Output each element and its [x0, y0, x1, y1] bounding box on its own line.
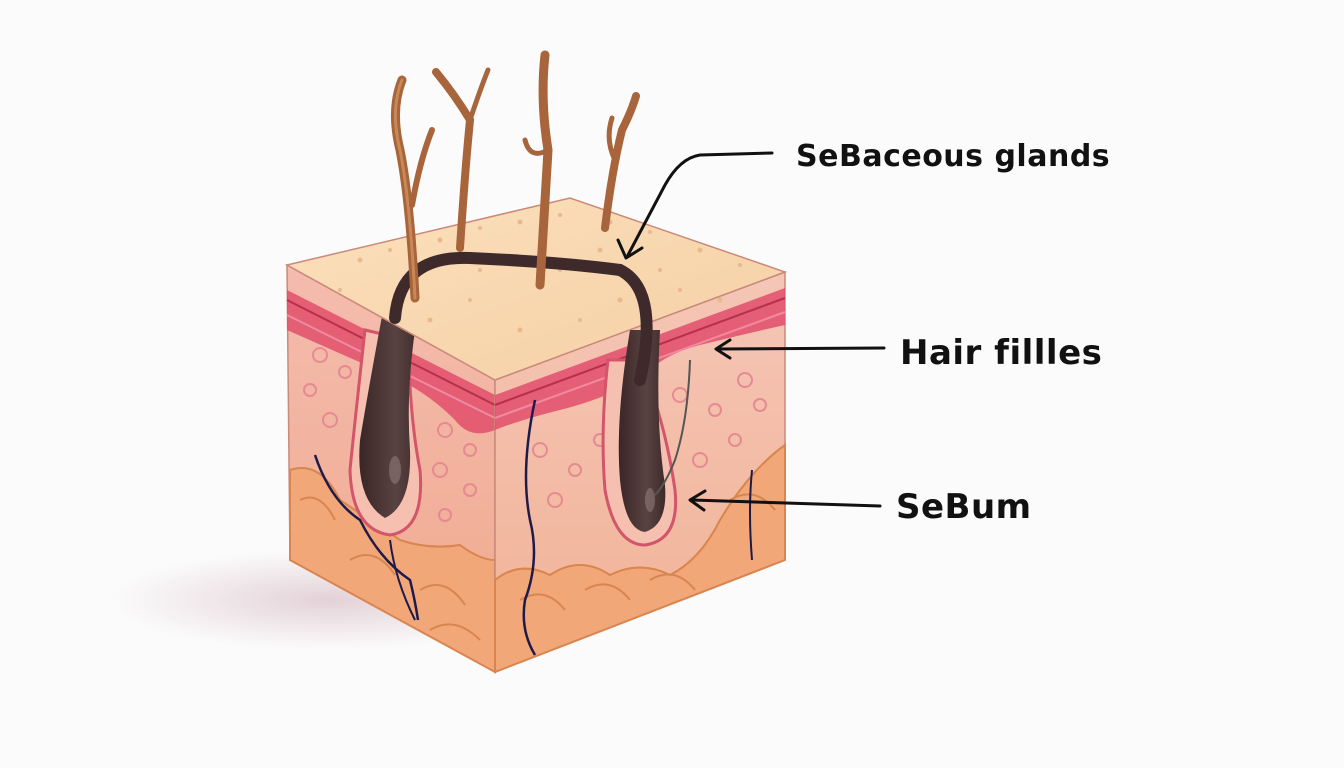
- hair-strands: [390, 50, 640, 303]
- label-hair-follicles: Hair fillles: [900, 333, 1103, 373]
- label-arrows: [616, 151, 886, 512]
- arrow-sebaceous: [626, 151, 774, 257]
- arrow-hair: [716, 346, 886, 351]
- hair-follicle-left: [348, 300, 423, 537]
- hair-follicle-right: [601, 330, 691, 547]
- label-sebum: SeBum: [896, 487, 1032, 527]
- label-sebaceous-glands: SeBaceous glands: [796, 139, 1111, 174]
- arrow-sebum: [690, 498, 882, 508]
